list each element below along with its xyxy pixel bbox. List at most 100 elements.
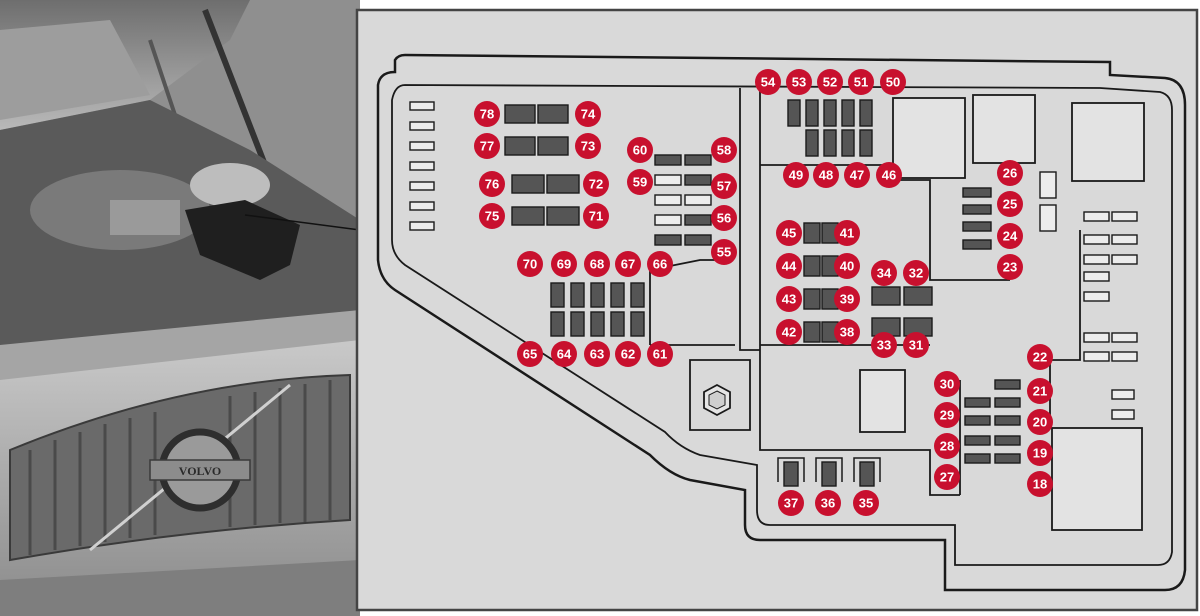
fuse-label-circle xyxy=(871,332,897,358)
fuse-label-text: 34 xyxy=(877,266,892,281)
fuse-label-text: 59 xyxy=(633,175,647,190)
hex-bolt-icon xyxy=(703,383,731,417)
fuse-label-circle xyxy=(517,341,543,367)
fuse-label-text: 43 xyxy=(782,292,796,307)
fuse-label-text: 24 xyxy=(1003,229,1018,244)
fuse-label-74: 74 xyxy=(575,101,601,127)
fuse-label-circle xyxy=(786,69,812,95)
fuse-label-54: 54 xyxy=(755,69,781,95)
fuse-label-28: 28 xyxy=(934,433,960,459)
fuse-label-21: 21 xyxy=(1027,378,1053,404)
fuse-label-circle xyxy=(1027,344,1053,370)
fuse-label-circle xyxy=(834,220,860,246)
fuse-label-text: 25 xyxy=(1003,197,1017,212)
fuse-label-text: 73 xyxy=(581,139,595,154)
fuse-label-circle xyxy=(997,223,1023,249)
fuse-label-48: 48 xyxy=(813,162,839,188)
fuse-label-circle xyxy=(934,433,960,459)
fuse-label-55: 55 xyxy=(711,239,737,265)
fuse-label-circle xyxy=(778,490,804,516)
fuse-label-18: 18 xyxy=(1027,471,1053,497)
fuse-label-circle xyxy=(627,137,653,163)
fuse-label-63: 63 xyxy=(584,341,610,367)
fuse-label-20: 20 xyxy=(1027,409,1053,435)
fuse-label-60: 60 xyxy=(627,137,653,163)
fuse-label-70: 70 xyxy=(517,251,543,277)
fuse-label-77: 77 xyxy=(474,133,500,159)
fuse-label-text: 42 xyxy=(782,325,796,340)
fuse-label-circle xyxy=(871,260,897,286)
fuse-slots xyxy=(504,99,1021,487)
fuse-label-circle xyxy=(517,251,543,277)
fuse-label-circle xyxy=(813,162,839,188)
fuse-label-circle xyxy=(711,239,737,265)
fuse-label-31: 31 xyxy=(903,332,929,358)
fuse-label-circle xyxy=(997,160,1023,186)
fuse-label-64: 64 xyxy=(551,341,577,367)
fuse-label-circle xyxy=(934,402,960,428)
fuse-label-19: 19 xyxy=(1027,440,1053,466)
fuse-label-75: 75 xyxy=(479,203,505,229)
relay-box xyxy=(892,97,966,179)
fuse-label-circle xyxy=(647,341,673,367)
relay-box xyxy=(1051,427,1143,531)
fuse-label-text: 28 xyxy=(940,439,954,454)
fuse-label-circle xyxy=(479,171,505,197)
fuse-label-38: 38 xyxy=(834,319,860,345)
fuse-label-37: 37 xyxy=(778,490,804,516)
fuse-label-text: 45 xyxy=(782,226,796,241)
relay-box xyxy=(972,94,1036,164)
fuse-label-text: 22 xyxy=(1033,350,1047,365)
fuse-label-text: 77 xyxy=(480,139,494,154)
fuse-label-text: 48 xyxy=(819,168,833,183)
fuse-label-text: 67 xyxy=(621,257,635,272)
fuse-label-text: 51 xyxy=(854,75,868,90)
fuse-label-43: 43 xyxy=(776,286,802,312)
fuse-label-text: 65 xyxy=(523,347,537,362)
fuse-label-circle xyxy=(1027,409,1053,435)
fuse-label-circle xyxy=(844,162,870,188)
fuse-label-circle xyxy=(575,101,601,127)
fuse-label-text: 72 xyxy=(589,177,603,192)
fuse-label-circle xyxy=(776,319,802,345)
fuse-label-text: 60 xyxy=(633,143,647,158)
fuse-label-text: 33 xyxy=(877,338,891,353)
fuse-label-52: 52 xyxy=(817,69,843,95)
fuse-label-23: 23 xyxy=(997,254,1023,280)
fuse-label-51: 51 xyxy=(848,69,874,95)
engine-bay-photo: VOLVO xyxy=(0,0,360,616)
fuse-label-72: 72 xyxy=(583,171,609,197)
fuse-label-circle xyxy=(583,171,609,197)
fuse-label-circle xyxy=(776,220,802,246)
fuse-label-text: 69 xyxy=(557,257,571,272)
fuse-label-44: 44 xyxy=(776,253,802,279)
fuse-label-text: 62 xyxy=(621,347,635,362)
fuse-label-text: 29 xyxy=(940,408,954,423)
fuse-label-text: 52 xyxy=(823,75,837,90)
fuse-label-text: 37 xyxy=(784,496,798,511)
fuse-label-circle xyxy=(583,203,609,229)
fuse-label-circle xyxy=(474,133,500,159)
fuse-label-circle xyxy=(903,332,929,358)
fuse-label-61: 61 xyxy=(647,341,673,367)
fuse-label-circle xyxy=(848,69,874,95)
fuse-label-circle xyxy=(479,203,505,229)
fuse-label-text: 56 xyxy=(717,211,731,226)
fuse-label-36: 36 xyxy=(815,490,841,516)
fuse-label-text: 49 xyxy=(789,168,803,183)
fuse-label-text: 61 xyxy=(653,347,667,362)
fuse-box-cover-icon xyxy=(185,200,300,280)
fuse-label-text: 53 xyxy=(792,75,806,90)
fuse-box-outline xyxy=(376,53,1187,592)
fuse-label-circle xyxy=(551,251,577,277)
fuse-label-text: 23 xyxy=(1003,260,1017,275)
fuse-label-66: 66 xyxy=(647,251,673,277)
fuse-label-49: 49 xyxy=(783,162,809,188)
fuse-label-circle xyxy=(711,173,737,199)
fuse-label-text: 68 xyxy=(590,257,604,272)
fuse-label-circle xyxy=(880,69,906,95)
fuse-label-circle xyxy=(876,162,902,188)
fuse-label-30: 30 xyxy=(934,371,960,397)
fuse-label-25: 25 xyxy=(997,191,1023,217)
